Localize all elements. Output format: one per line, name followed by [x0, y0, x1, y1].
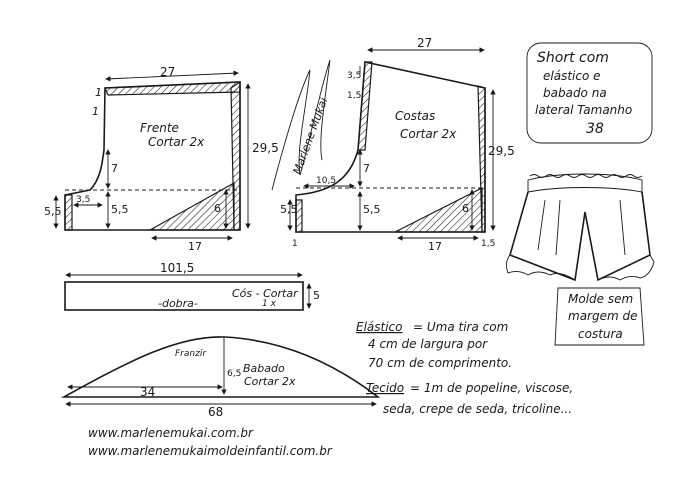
footer-url-2[interactable]: www.marlenemukaimoldeinfantil.com.br — [88, 444, 333, 458]
elastic-line-2: 4 cm de largura por — [368, 337, 488, 351]
front-title: Frente — [140, 121, 179, 135]
front-subtitle: Cortar 2x — [148, 135, 205, 149]
waistband-height: 5 — [313, 289, 320, 302]
seam-note-3: costura — [578, 327, 623, 341]
back-width-label: 27 — [417, 36, 432, 50]
front-crotch-ext-label: 3,5 — [76, 195, 90, 205]
back-raise-label: 3,5 — [347, 71, 361, 81]
front-hem-label: 17 — [188, 240, 202, 253]
shorts-illustration — [505, 173, 655, 282]
back-piece: Costas Cortar 2x 27 29,5 3,5 1,5 7 5,5 5… — [280, 36, 515, 253]
ruffle-subtitle: Cortar 2x — [244, 375, 296, 388]
fabric-label: Tecido — [366, 381, 404, 395]
title-box: Short com elástico e babado na lateral T… — [526, 42, 653, 144]
front-inner-label: 5,5 — [111, 203, 129, 216]
back-bottom-1: 1 — [292, 239, 298, 249]
signature-text: Marlene Mukai — [291, 96, 331, 176]
back-title: Costas — [395, 109, 435, 123]
back-crotch-ext-label: 10,5 — [316, 176, 336, 186]
elastic-note: Elástico = Uma tira com 4 cm de largura … — [356, 320, 512, 370]
seam-note-1: Molde sem — [568, 292, 633, 306]
ruffle-full: 68 — [208, 405, 223, 419]
signature-mark: Marlene Mukai — [271, 59, 331, 191]
back-crotch-depth-label: 7 — [363, 162, 370, 175]
back-bottom-1-5: 1,5 — [481, 239, 495, 249]
elastic-line-1: = Uma tira com — [413, 320, 508, 334]
waistband-label: Cós - Cortar — [232, 287, 299, 300]
ruffle-piece: Franzir 6,5 Babado Cortar 2x 34 68 — [60, 336, 381, 419]
title-line-4: lateral Tamanho — [535, 103, 632, 117]
ruffle-gather: Franzir — [175, 349, 207, 359]
front-crotch-depth-label: 7 — [111, 162, 118, 175]
fabric-note: Tecido = 1m de popeline, viscose, seda, … — [366, 381, 573, 416]
footer: www.marlenemukai.com.br www.marlenemukai… — [88, 426, 333, 458]
fabric-line-1: = 1m de popeline, viscose, — [410, 381, 573, 395]
seam-note: Molde sem margem de costura — [554, 287, 645, 346]
seam-note-2: margem de — [568, 309, 637, 323]
fabric-line-2: seda, crepe de seda, tricoline... — [383, 402, 572, 416]
back-hem-label: 17 — [428, 240, 442, 253]
elastic-line-3: 70 cm de comprimento. — [368, 356, 512, 370]
front-corner-a: 1 — [95, 86, 102, 99]
title-line-2: elástico e — [543, 69, 601, 83]
back-hatch-label: 6 — [462, 202, 469, 215]
front-width-label: 27 — [160, 65, 175, 79]
ruffle-title: Babado — [243, 362, 285, 375]
waistband-count: 1 x — [262, 299, 277, 309]
waistband-piece: 101,5 Cós - Cortar 1 x -dobra- 5 — [64, 261, 320, 311]
footer-url-1[interactable]: www.marlenemukai.com.br — [88, 426, 254, 440]
front-piece: Frente Cortar 2x 27 29,5 7 5,5 5,5 3,5 1… — [44, 65, 279, 253]
ruffle-height: 6,5 — [227, 369, 241, 379]
ruffle-half: 34 — [140, 385, 155, 399]
title-line-1: Short com — [537, 50, 609, 66]
waistband-fold: -dobra- — [158, 297, 198, 310]
back-subtitle: Cortar 2x — [400, 127, 457, 141]
waistband-length: 101,5 — [160, 261, 194, 275]
elastic-label: Elástico — [356, 320, 403, 334]
front-left-label: 5,5 — [44, 205, 62, 218]
front-height-label: 29,5 — [252, 141, 279, 155]
back-inner-label: 5,5 — [363, 203, 381, 216]
front-corner-b: 1 — [92, 105, 99, 118]
back-left-label: 5,5 — [280, 203, 298, 216]
back-height-label: 29,5 — [488, 144, 515, 158]
title-line-3: babado na — [543, 86, 607, 100]
back-corner-label: 1,5 — [347, 91, 361, 101]
title-line-5: 38 — [586, 121, 604, 137]
front-hatch-label: 6 — [214, 202, 221, 215]
